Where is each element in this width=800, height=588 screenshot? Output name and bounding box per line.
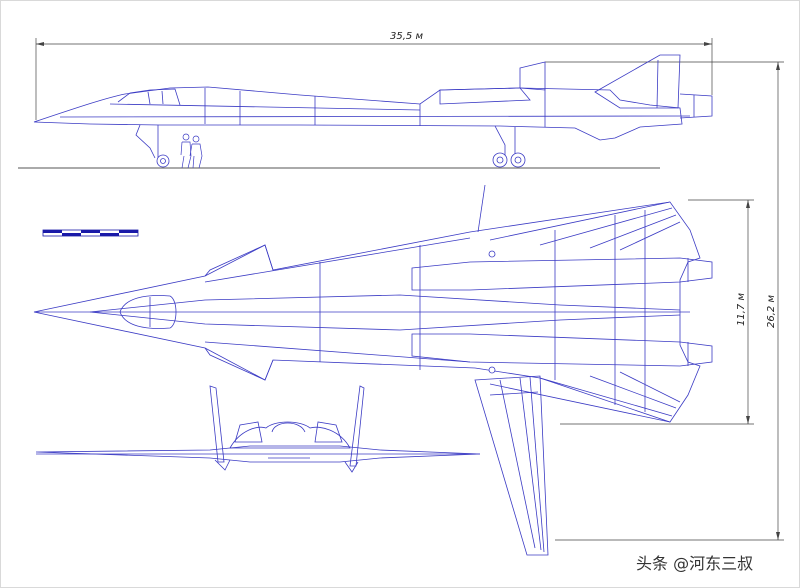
engine-nozzle (679, 93, 713, 119)
fin-left (209, 385, 225, 463)
scale-bar (42, 229, 139, 237)
main-gear-strut (494, 125, 506, 155)
intake-right (314, 421, 343, 443)
intake-left (234, 421, 263, 443)
fuselage-cross-section (229, 421, 351, 449)
canopy (117, 88, 181, 106)
intake (439, 87, 531, 105)
tail-leader-line (477, 184, 486, 233)
dimension-lines (35, 38, 784, 541)
engine-nacelle-right (411, 333, 713, 367)
arrow-icon (746, 416, 750, 424)
span-outer-label: 26,2 м (766, 295, 777, 328)
canard-right (204, 347, 274, 381)
wing-panel (474, 375, 549, 556)
side-view (33, 54, 713, 160)
plan-markers (488, 250, 496, 374)
length-label: 35,5 м (390, 31, 423, 42)
fuselage-outline (33, 86, 683, 141)
nose-gear-strut (135, 124, 156, 159)
dimension-arrows (36, 42, 780, 540)
arrow-icon (704, 42, 712, 46)
extended-wing (474, 375, 549, 556)
human-figures (180, 133, 203, 169)
arrow-icon (36, 42, 44, 46)
canard-left (204, 244, 274, 277)
landing-gear-wheels (156, 152, 526, 168)
canopy-top (119, 295, 177, 329)
canopy-front (271, 422, 306, 433)
front-view (35, 385, 481, 473)
vertical-tail (594, 54, 681, 109)
span-inner-label: 11,7 м (736, 293, 747, 326)
engine-nacelle-left (411, 257, 713, 291)
arrow-icon (776, 532, 780, 540)
second-fin (519, 61, 546, 91)
arrow-icon (746, 200, 750, 208)
plan-view (33, 184, 713, 423)
watermark: 头条 @河东三叔 (636, 554, 754, 573)
arrow-icon (776, 62, 780, 70)
